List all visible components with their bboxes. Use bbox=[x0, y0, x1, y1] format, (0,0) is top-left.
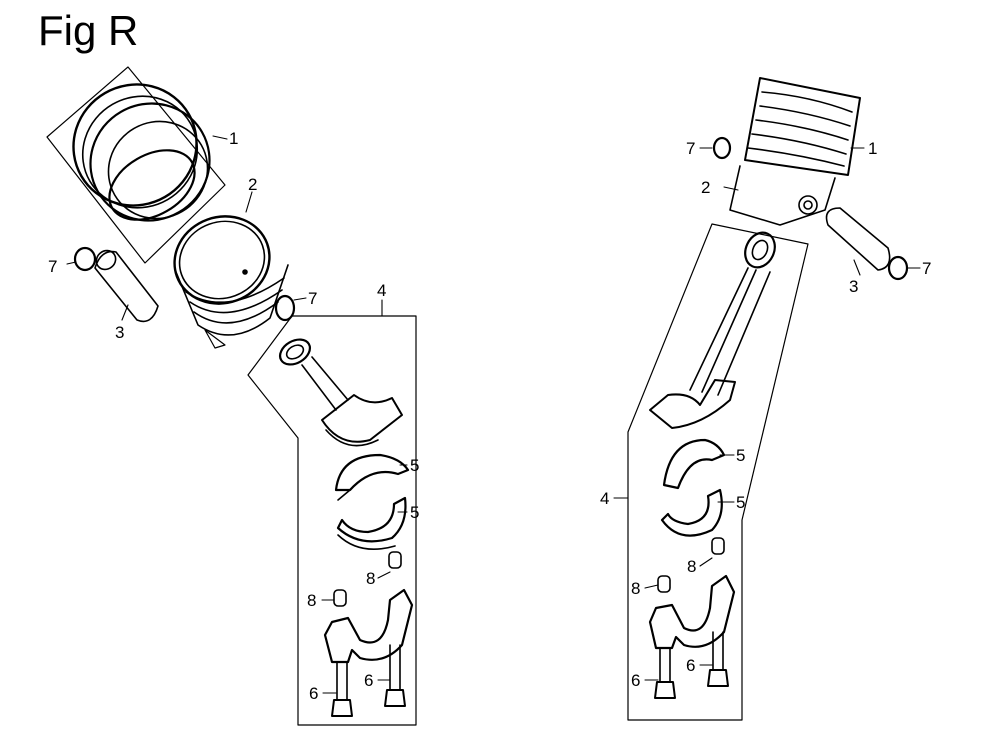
left-bearing-upper bbox=[334, 453, 410, 501]
left-dowels bbox=[333, 551, 402, 607]
callout-left-bolt-left: 6 bbox=[309, 684, 318, 703]
callout-right-bolt-right: 6 bbox=[686, 656, 695, 675]
figure-title: Fig R bbox=[38, 7, 139, 54]
callout-left-bearing-lower: 5 bbox=[410, 503, 419, 522]
callout-left-pin: 3 bbox=[115, 323, 124, 342]
callout-left-clip-right: 7 bbox=[308, 289, 317, 308]
callout-left-dowel-lower: 8 bbox=[307, 591, 316, 610]
right-bearing-cap bbox=[648, 574, 736, 650]
callout-right-piston: 2 bbox=[701, 178, 710, 197]
left-rod-assembly-bracket bbox=[247, 315, 417, 726]
callout-left-dowel-upper: 8 bbox=[366, 569, 375, 588]
callout-left-ring-set: 1 bbox=[229, 129, 238, 148]
right-rod-assembly-bracket bbox=[627, 223, 809, 721]
left-connecting-rod bbox=[278, 338, 403, 447]
callout-right-bearing-upper: 5 bbox=[736, 446, 745, 465]
callout-right-dowel-upper: 8 bbox=[687, 557, 696, 576]
callout-left-rod-assy: 4 bbox=[377, 281, 386, 300]
right-bolts bbox=[654, 631, 729, 699]
callout-right-clip-right: 7 bbox=[922, 259, 931, 278]
right-bearing-lower bbox=[660, 488, 723, 537]
callout-left-bolt-right: 6 bbox=[364, 671, 373, 690]
right-connecting-rod bbox=[649, 231, 776, 429]
left-bearing-cap bbox=[323, 588, 414, 664]
callout-right-pin: 3 bbox=[849, 277, 858, 296]
right-dowels bbox=[657, 537, 725, 593]
left-bolts bbox=[331, 644, 406, 717]
callout-left-clip-left: 7 bbox=[48, 257, 57, 276]
callout-left-piston: 2 bbox=[248, 175, 257, 194]
callout-right-rod-assy: 4 bbox=[600, 489, 609, 508]
callout-right-dowel-lower: 8 bbox=[631, 579, 640, 598]
left-ring-set-group bbox=[46, 66, 226, 264]
callout-right-bearing-lower: 5 bbox=[736, 493, 745, 512]
right-piston-with-rings bbox=[729, 77, 861, 226]
left-piston bbox=[173, 215, 289, 349]
callout-right-clip-left: 7 bbox=[686, 139, 695, 158]
callout-left-bearing-upper: 5 bbox=[410, 456, 419, 475]
left-piston-pin bbox=[73, 246, 296, 323]
left-bearing-lower bbox=[336, 496, 407, 550]
callout-right-ring-set: 1 bbox=[868, 139, 877, 158]
callout-right-bolt-left: 6 bbox=[631, 671, 640, 690]
right-piston-pin bbox=[712, 136, 909, 281]
right-bearing-upper bbox=[662, 438, 726, 490]
